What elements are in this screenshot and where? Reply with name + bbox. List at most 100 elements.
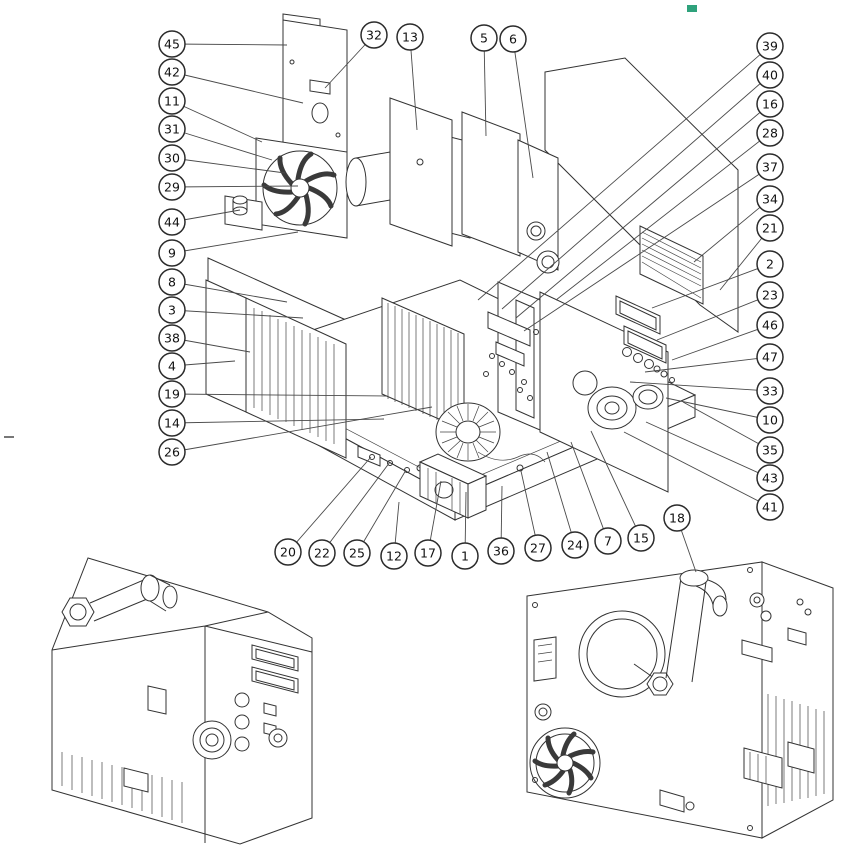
callout-38: 38 <box>158 324 251 353</box>
callout-balloon-19 <box>158 380 186 408</box>
leader-line-41 <box>623 431 771 508</box>
leader-line-15 <box>590 430 642 539</box>
screw <box>527 395 533 401</box>
rear-connector <box>534 703 552 721</box>
screw <box>669 377 675 383</box>
display-window-2 <box>627 330 663 360</box>
callout-number-8: 8 <box>168 275 176 290</box>
leader-line-23 <box>656 294 771 341</box>
callout-37: 37 <box>523 153 784 332</box>
toggle-switch <box>653 365 661 373</box>
callout-balloon-35 <box>756 436 784 464</box>
callout-number-11: 11 <box>164 94 180 109</box>
rear-louver-lines <box>641 231 702 299</box>
blower-wheel-hub <box>455 420 481 444</box>
side-louver-lines <box>61 752 183 823</box>
callout-number-14: 14 <box>164 416 180 431</box>
callout-balloon-33 <box>756 377 784 405</box>
callout-number-15: 15 <box>633 531 649 546</box>
hose-nut-bore <box>69 603 87 621</box>
callout-number-45: 45 <box>164 37 180 52</box>
callout-number-27: 27 <box>530 541 546 556</box>
callout-25: 25 <box>343 469 407 567</box>
duct-cylinder-front <box>345 157 367 207</box>
screw <box>747 825 753 831</box>
leader-line-40 <box>501 74 771 310</box>
display-bezel-upper <box>251 644 299 672</box>
exhaust-tube <box>665 577 707 683</box>
leader-line-33 <box>629 381 771 392</box>
callout-28: 28 <box>555 119 784 301</box>
front-assembled-view <box>51 557 313 845</box>
aux-transformer <box>743 747 783 789</box>
callout-14: 14 <box>158 409 385 437</box>
callout-balloon-37 <box>756 153 784 181</box>
left-louver-lines <box>253 308 335 444</box>
callout-number-1: 1 <box>461 549 469 564</box>
callout-balloon-38 <box>158 324 186 352</box>
callout-10: 10 <box>665 397 784 434</box>
leader-line-42 <box>171 71 304 104</box>
aux-transformer-laminations <box>749 752 767 784</box>
callout-balloon-46 <box>756 311 784 339</box>
spindle-nut <box>646 672 674 696</box>
callout-number-47: 47 <box>762 350 778 365</box>
leader-line-10 <box>665 397 771 421</box>
callout-21: 21 <box>719 214 784 291</box>
leader-line-19 <box>171 393 387 397</box>
torch-connector-ring <box>199 727 225 753</box>
callout-2: 2 <box>651 250 784 309</box>
callout-number-24: 24 <box>567 538 583 553</box>
callout-balloon-20 <box>274 538 302 566</box>
rear-fan-blades <box>532 731 596 796</box>
mount-bracket <box>357 445 381 467</box>
callout-36: 36 <box>487 485 515 565</box>
callout-number-28: 28 <box>762 126 778 141</box>
callout-18: 18 <box>663 504 697 573</box>
hose-elbow-end <box>162 585 178 609</box>
callout-number-7: 7 <box>604 534 612 549</box>
screw <box>533 329 539 335</box>
callout-number-19: 19 <box>164 387 180 402</box>
callout-number-17: 17 <box>420 546 436 561</box>
display-window-lower <box>255 670 295 691</box>
screw <box>532 777 538 783</box>
callout-balloon-22 <box>308 539 336 567</box>
leader-line-28 <box>555 132 771 301</box>
callout-number-34: 34 <box>762 192 778 207</box>
screw <box>499 361 505 367</box>
callout-number-6: 6 <box>509 32 517 47</box>
gas-inlet-bore <box>753 596 761 604</box>
base-bracket <box>659 789 685 813</box>
hose-tube <box>89 578 153 622</box>
screw <box>521 379 527 385</box>
callout-balloon-26 <box>158 438 186 466</box>
callout-number-20: 20 <box>280 545 296 560</box>
callout-46: 46 <box>671 311 784 361</box>
callout-number-12: 12 <box>386 549 402 564</box>
callout-number-39: 39 <box>762 39 778 54</box>
side-latch <box>147 685 167 715</box>
callout-balloon-10 <box>756 406 784 434</box>
hose-nut <box>61 597 95 627</box>
relay-block <box>495 341 525 367</box>
transformer-front <box>419 461 469 519</box>
callout-balloon-44 <box>158 208 186 236</box>
callout-balloon-30 <box>158 144 186 172</box>
leader-line-6 <box>512 38 534 179</box>
display-bezel-2 <box>623 325 667 364</box>
callout-balloon-27 <box>524 534 552 562</box>
hose-elbow <box>140 574 160 602</box>
callout-32: 32 <box>324 21 388 89</box>
callout-4: 4 <box>158 352 236 380</box>
callout-number-40: 40 <box>762 68 778 83</box>
callout-43: 43 <box>645 421 784 492</box>
exhaust-tube-top <box>679 569 709 587</box>
callout-16: 16 <box>515 90 784 319</box>
callout-number-23: 23 <box>762 288 778 303</box>
callout-balloon-17 <box>414 539 442 567</box>
bolt <box>685 801 695 811</box>
display-window-1 <box>619 300 657 331</box>
